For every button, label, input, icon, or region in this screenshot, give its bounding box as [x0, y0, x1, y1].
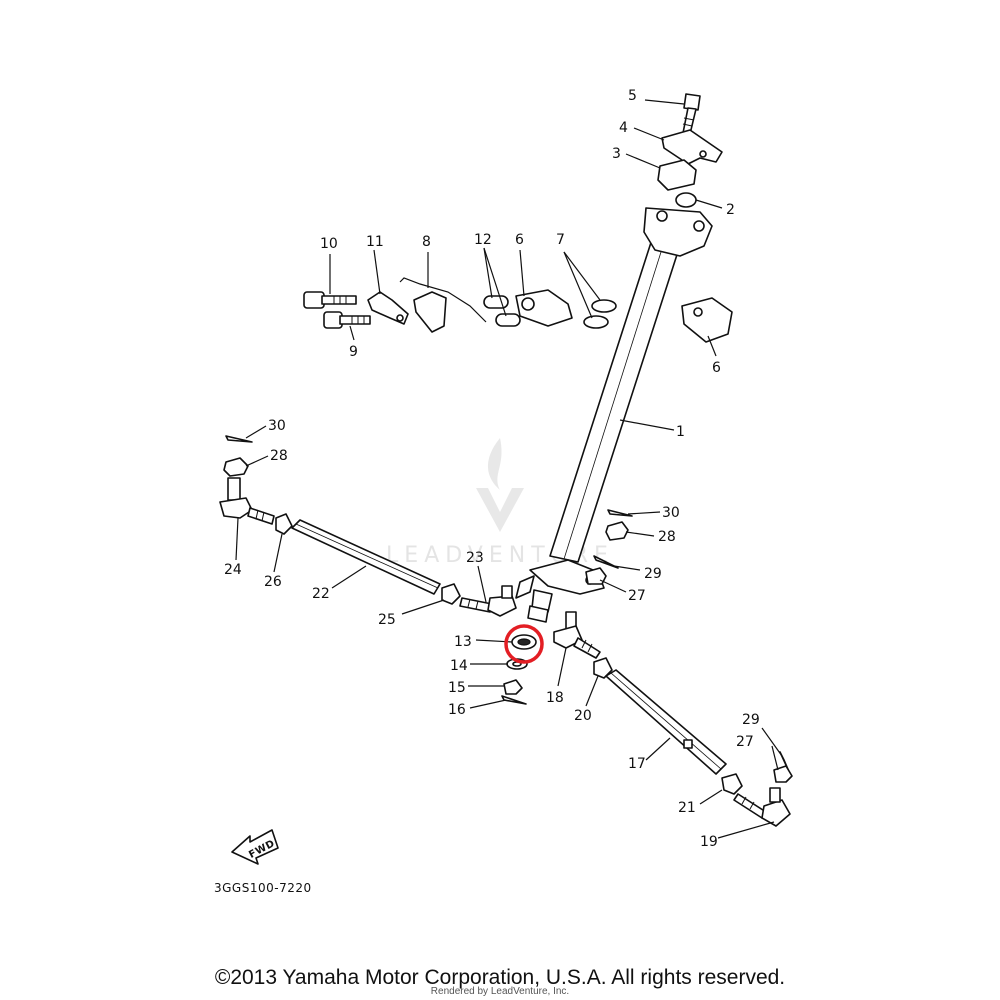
callout-24: 24 [224, 562, 242, 578]
callout-4: 4 [619, 120, 628, 136]
callout-8: 8 [422, 234, 431, 250]
nut-28a-part [223, 457, 249, 477]
callout-3: 3 [612, 146, 621, 162]
seal-13-part [511, 634, 537, 650]
cable-8-part [399, 277, 487, 333]
top-bolt-part [682, 93, 701, 135]
nut-28b-part [605, 521, 629, 541]
collar-12-part [483, 295, 521, 327]
callout-27-lower: 27 [736, 734, 754, 750]
nut-26-part [275, 513, 293, 535]
callout-30-right: 30 [662, 505, 680, 521]
holder-6a-part [515, 289, 573, 327]
callout-6-right: 6 [712, 360, 721, 376]
clip-7-part [583, 299, 617, 329]
callout-27-upper: 27 [628, 588, 646, 604]
callout-25: 25 [378, 612, 396, 628]
callout-11: 11 [366, 234, 384, 250]
cotter-pin-16-part [501, 695, 527, 705]
tie-rod-end-18-part [553, 611, 601, 659]
column-holder-part [657, 159, 697, 191]
nut-27b-part [773, 765, 793, 783]
callout-16: 16 [448, 702, 466, 718]
callout-2: 2 [726, 202, 735, 218]
nut-21-part [721, 773, 743, 795]
callout-7: 7 [556, 232, 565, 248]
holder-6b-part [681, 297, 733, 343]
callout-17: 17 [628, 756, 646, 772]
nut-25-part [441, 583, 461, 605]
cotter-pin-29a-part [593, 555, 619, 569]
callout-21: 21 [678, 800, 696, 816]
callout-18: 18 [546, 690, 564, 706]
callout-12: 12 [474, 232, 492, 248]
leader-lines [235, 99, 783, 839]
tie-rod-end-24-part [219, 477, 275, 525]
callout-1: 1 [676, 424, 685, 440]
bolt-10-part [303, 291, 357, 309]
callout-29-upper: 29 [644, 566, 662, 582]
cotter-pin-30b-part [607, 509, 633, 517]
callout-28-left: 28 [270, 448, 288, 464]
callout-20: 20 [574, 708, 592, 724]
callout-10: 10 [320, 236, 338, 252]
callout-28-right: 28 [658, 529, 676, 545]
tie-rod-17-part [605, 669, 727, 775]
rendered-by-text: Rendered by LeadVenture, Inc. [430, 986, 570, 997]
cotter-pin-30a-part [225, 435, 253, 443]
callout-15: 15 [448, 680, 466, 696]
diagram-code: 3GGS100-7220 [214, 881, 312, 895]
tie-rod-22-part [291, 519, 441, 595]
callout-5: 5 [628, 88, 637, 104]
arm-11-part [367, 291, 409, 325]
steering-column-part [515, 207, 713, 623]
callout-30-left: 30 [268, 418, 286, 434]
bolt-9-part [323, 311, 371, 329]
callout-6-upper: 6 [515, 232, 524, 248]
nut-15-part [503, 679, 523, 695]
callout-labels: 5 4 3 2 10 11 8 12 6 7 9 6 1 30 28 30 28… [224, 88, 760, 850]
callout-22: 22 [312, 586, 330, 602]
callout-9: 9 [349, 344, 358, 360]
callout-29-lower: 29 [742, 712, 760, 728]
callout-14: 14 [450, 658, 468, 674]
copyright-text: ©2013 Yamaha Motor Corporation, U.S.A. A… [214, 966, 786, 989]
tie-rod-end-23-part [459, 585, 517, 617]
lock-plate-part [661, 129, 723, 165]
callout-13: 13 [454, 634, 472, 650]
highlight-ring [504, 624, 544, 664]
fwd-arrow: FWD [231, 829, 279, 865]
callout-23: 23 [466, 550, 484, 566]
tie-rod-end-19-part [733, 787, 791, 827]
callout-26: 26 [264, 574, 282, 590]
callout-19: 19 [700, 834, 718, 850]
plug-part [675, 192, 697, 208]
